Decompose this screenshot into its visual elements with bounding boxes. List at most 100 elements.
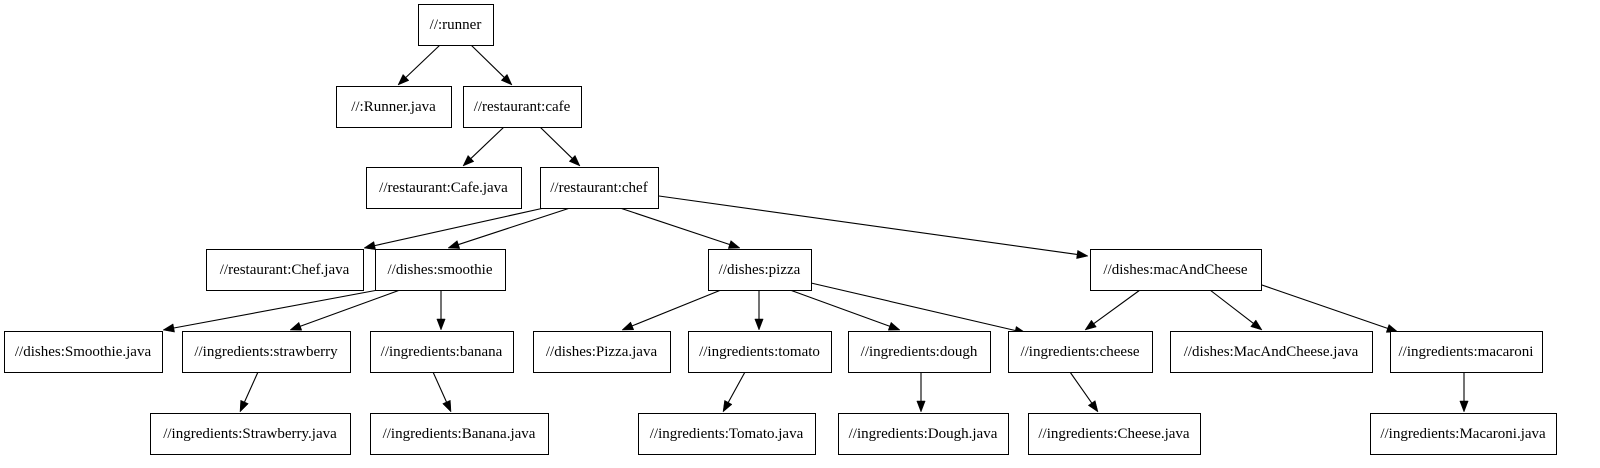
node-label: //restaurant:cafe xyxy=(474,99,571,115)
node-box[interactable] xyxy=(1028,413,1201,455)
graph-node-dough_java[interactable]: //ingredients:Dough.java xyxy=(838,413,1009,455)
node-box[interactable] xyxy=(1090,249,1262,291)
node-label: //dishes:MacAndCheese.java xyxy=(1184,344,1359,360)
edge-line xyxy=(619,207,730,246)
graph-node-ing_macaroni[interactable]: //ingredients:macaroni xyxy=(1390,331,1543,373)
node-label: //restaurant:Chef.java xyxy=(220,262,350,278)
edge-restaurant_chef-to-dishes_mac xyxy=(658,195,1089,259)
node-label: //:runner xyxy=(430,17,482,33)
arrowhead-icon xyxy=(1250,319,1263,331)
node-box[interactable] xyxy=(463,86,582,128)
node-box[interactable] xyxy=(336,86,452,128)
node-box[interactable] xyxy=(370,413,549,455)
graph-node-ing_strawberry[interactable]: //ingredients:strawberry xyxy=(182,331,351,373)
node-box[interactable] xyxy=(366,167,522,209)
graph-node-mac_java[interactable]: //dishes:MacAndCheese.java xyxy=(1170,331,1373,373)
node-box[interactable] xyxy=(206,249,364,291)
node-label: //ingredients:Tomato.java xyxy=(650,426,804,442)
arrowhead-icon xyxy=(363,241,376,251)
graph-node-runner_java[interactable]: //:Runner.java xyxy=(336,86,452,128)
edge-dishes_mac-to-mac_java xyxy=(1209,289,1263,331)
graph-node-cheese_java[interactable]: //ingredients:Cheese.java xyxy=(1028,413,1201,455)
graph-node-strawberry_java[interactable]: //ingredients:Strawberry.java xyxy=(150,413,351,455)
node-label: //dishes:smoothie xyxy=(388,262,493,278)
graph-node-dishes_pizza[interactable]: //dishes:pizza xyxy=(708,249,812,291)
graph-node-pizza_java[interactable]: //dishes:Pizza.java xyxy=(533,331,671,373)
node-box[interactable] xyxy=(418,4,494,46)
edge-line xyxy=(658,195,1078,256)
node-box[interactable] xyxy=(375,249,506,291)
arrowhead-icon xyxy=(727,240,741,249)
node-box[interactable] xyxy=(688,331,832,373)
graph-node-banana_java[interactable]: //ingredients:Banana.java xyxy=(370,413,549,455)
arrowhead-icon xyxy=(754,318,764,331)
graph-node-runner[interactable]: //:runner xyxy=(418,4,494,46)
node-box[interactable] xyxy=(182,331,351,373)
graph-node-chef_java[interactable]: //restaurant:Chef.java xyxy=(206,249,364,291)
node-label: //:Runner.java xyxy=(351,99,436,115)
edge-line xyxy=(405,44,441,78)
arrowhead-icon xyxy=(500,73,513,86)
arrowhead-icon xyxy=(1076,249,1089,259)
graph-node-restaurant_cafe[interactable]: //restaurant:cafe xyxy=(463,86,582,128)
edge-restaurant_chef-to-chef_java xyxy=(363,207,545,251)
arrowhead-icon xyxy=(447,240,461,249)
node-label: //ingredients:dough xyxy=(861,344,978,360)
graph-node-dishes_mac[interactable]: //dishes:macAndCheese xyxy=(1090,249,1262,291)
node-label: //ingredients:banana xyxy=(381,344,503,360)
node-label: //dishes:Pizza.java xyxy=(546,344,658,360)
node-box[interactable] xyxy=(1390,331,1543,373)
node-box[interactable] xyxy=(638,413,816,455)
arrowhead-icon xyxy=(568,154,581,167)
graph-node-ing_cheese[interactable]: //ingredients:cheese xyxy=(1008,331,1153,373)
node-label: //restaurant:Cafe.java xyxy=(379,180,508,196)
graph-node-cafe_java[interactable]: //restaurant:Cafe.java xyxy=(366,167,522,209)
edge-line xyxy=(1209,289,1254,324)
edge-ing_cheese-to-cheese_java xyxy=(1069,371,1099,413)
node-label: //ingredients:strawberry xyxy=(194,344,338,360)
edge-dishes_pizza-to-pizza_java xyxy=(621,289,722,331)
edge-line xyxy=(432,371,447,403)
edge-runner-to-runner_java xyxy=(397,44,441,86)
arrowhead-icon xyxy=(916,400,926,413)
edge-restaurant_chef-to-dishes_pizza xyxy=(619,207,741,249)
arrowhead-icon xyxy=(462,154,475,167)
graph-node-tomato_java[interactable]: //ingredients:Tomato.java xyxy=(638,413,816,455)
node-box[interactable] xyxy=(540,167,659,209)
edge-dishes_pizza-to-ing_dough xyxy=(789,289,901,331)
arrowhead-icon xyxy=(1087,400,1099,413)
arrowhead-icon xyxy=(397,73,410,86)
edge-line xyxy=(631,289,722,327)
arrowhead-icon xyxy=(436,318,446,331)
node-box[interactable] xyxy=(708,249,812,291)
edge-dishes_mac-to-ing_cheese xyxy=(1084,289,1141,331)
graph-node-ing_tomato[interactable]: //ingredients:tomato xyxy=(688,331,832,373)
graph-node-ing_dough[interactable]: //ingredients:dough xyxy=(848,331,991,373)
edge-restaurant_cafe-to-cafe_java xyxy=(462,126,505,167)
arrowhead-icon xyxy=(442,399,452,413)
arrowhead-icon xyxy=(722,399,733,413)
arrowhead-icon xyxy=(621,321,635,331)
arrowhead-icon xyxy=(239,399,249,413)
edge-ing_banana-to-banana_java xyxy=(432,371,452,413)
graph-node-macaroni_java[interactable]: //ingredients:Macaroni.java xyxy=(1370,413,1557,455)
graph-node-restaurant_chef[interactable]: //restaurant:chef xyxy=(540,167,659,209)
node-box[interactable] xyxy=(848,331,991,373)
graph-node-smoothie_java[interactable]: //dishes:Smoothie.java xyxy=(4,331,163,373)
node-label: //ingredients:cheese xyxy=(1020,344,1139,360)
graph-node-ing_banana[interactable]: //ingredients:banana xyxy=(370,331,514,373)
node-box[interactable] xyxy=(150,413,351,455)
node-box[interactable] xyxy=(1008,331,1153,373)
edge-line xyxy=(300,289,401,327)
node-box[interactable] xyxy=(4,331,163,373)
edge-line xyxy=(539,126,573,159)
edge-ing_dough-to-dough_java xyxy=(916,372,926,413)
node-box[interactable] xyxy=(370,331,514,373)
node-box[interactable] xyxy=(838,413,1009,455)
node-box[interactable] xyxy=(533,331,671,373)
node-box[interactable] xyxy=(1370,413,1557,455)
node-label: //ingredients:Macaroni.java xyxy=(1380,426,1546,442)
graph-node-dishes_smoothie[interactable]: //dishes:smoothie xyxy=(375,249,506,291)
node-box[interactable] xyxy=(1170,331,1373,373)
